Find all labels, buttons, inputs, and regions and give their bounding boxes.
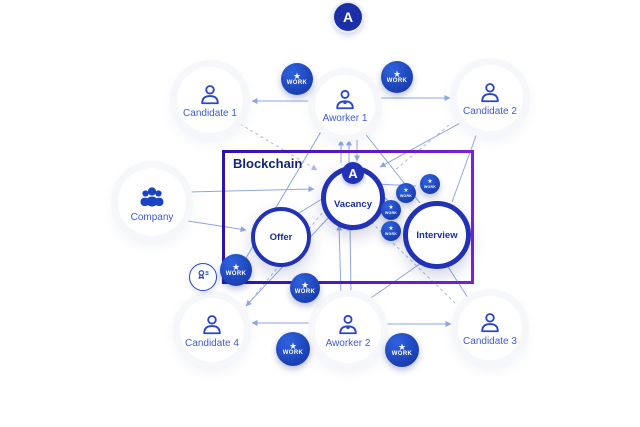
node-candidate-3: Candidate 3 xyxy=(458,296,522,360)
work-token: ★ WORK xyxy=(281,63,313,95)
work-token-label: WORK xyxy=(286,79,308,86)
work-token: ★ WORK xyxy=(381,61,413,93)
node-company: Company xyxy=(118,168,186,236)
work-token-label: WORK xyxy=(225,270,247,277)
work-coin-label: WORK xyxy=(385,231,397,236)
node-label: Candidate 2 xyxy=(463,105,517,117)
node-candidate-1: Candidate 1 xyxy=(177,67,243,133)
person-suit-icon xyxy=(335,312,361,338)
people-group-icon xyxy=(137,182,167,212)
node-label: Aworker 2 xyxy=(325,337,371,349)
star-icon: ★ xyxy=(403,187,409,194)
interview-stage: Interview xyxy=(403,201,471,269)
node-label: Company xyxy=(130,211,174,223)
person-icon xyxy=(477,80,503,106)
work-coin: ★ WORK xyxy=(381,200,401,220)
star-icon: ★ xyxy=(392,68,402,79)
node-aworker-2: Aworker 2 xyxy=(315,297,381,363)
work-token-label: WORK xyxy=(391,350,413,357)
blockchain-title: Blockchain xyxy=(233,156,303,171)
star-icon: ★ xyxy=(292,70,302,81)
aworker-logo-badge: A xyxy=(334,3,362,31)
medal-certificate-icon xyxy=(195,267,211,288)
star-icon: ★ xyxy=(397,341,407,352)
work-token: ★ WORK xyxy=(385,333,419,367)
node-candidate-2: Candidate 2 xyxy=(457,65,523,131)
work-coin: ★ WORK xyxy=(396,183,416,203)
vacancy-a-letter: A xyxy=(348,165,358,181)
node-candidate-4: Candidate 4 xyxy=(180,298,244,362)
star-icon: ★ xyxy=(288,340,298,351)
interview-label: Interview xyxy=(416,229,458,241)
certificate-bubble xyxy=(189,263,217,291)
star-icon: ★ xyxy=(300,279,310,290)
star-icon: ★ xyxy=(388,204,394,211)
work-coin-label: WORK xyxy=(424,184,436,189)
work-token-label: WORK xyxy=(282,349,304,356)
vacancy-stage: A Vacancy xyxy=(321,162,385,230)
star-icon: ★ xyxy=(231,261,241,272)
node-label: Candidate 1 xyxy=(183,107,237,119)
work-coin-label: WORK xyxy=(400,193,412,198)
vacancy-a-badge: A xyxy=(342,162,364,184)
work-token: ★ WORK xyxy=(276,332,310,366)
person-icon xyxy=(477,310,503,336)
node-label: Candidate 3 xyxy=(463,335,517,347)
aworker-logo-letter: A xyxy=(342,9,354,25)
work-coin: ★ WORK xyxy=(420,174,440,194)
person-icon xyxy=(197,82,223,108)
offer-stage: Offer xyxy=(251,207,311,267)
star-icon: ★ xyxy=(388,225,394,232)
node-aworker-1: Aworker 1 xyxy=(315,75,375,135)
work-token: ★ WORK xyxy=(290,273,320,303)
node-label: Aworker 1 xyxy=(322,112,368,124)
person-icon xyxy=(199,312,225,338)
person-suit-icon xyxy=(332,87,358,113)
work-token-label: WORK xyxy=(294,288,316,295)
work-coin: ★ WORK xyxy=(381,221,401,241)
work-coin-label: WORK xyxy=(385,210,397,215)
star-icon: ★ xyxy=(427,178,433,185)
offer-label: Offer xyxy=(269,231,293,243)
work-token: ★ WORK xyxy=(220,254,252,286)
vacancy-label: Vacancy xyxy=(333,198,373,210)
work-token-label: WORK xyxy=(386,77,408,84)
node-label: Candidate 4 xyxy=(185,337,239,349)
